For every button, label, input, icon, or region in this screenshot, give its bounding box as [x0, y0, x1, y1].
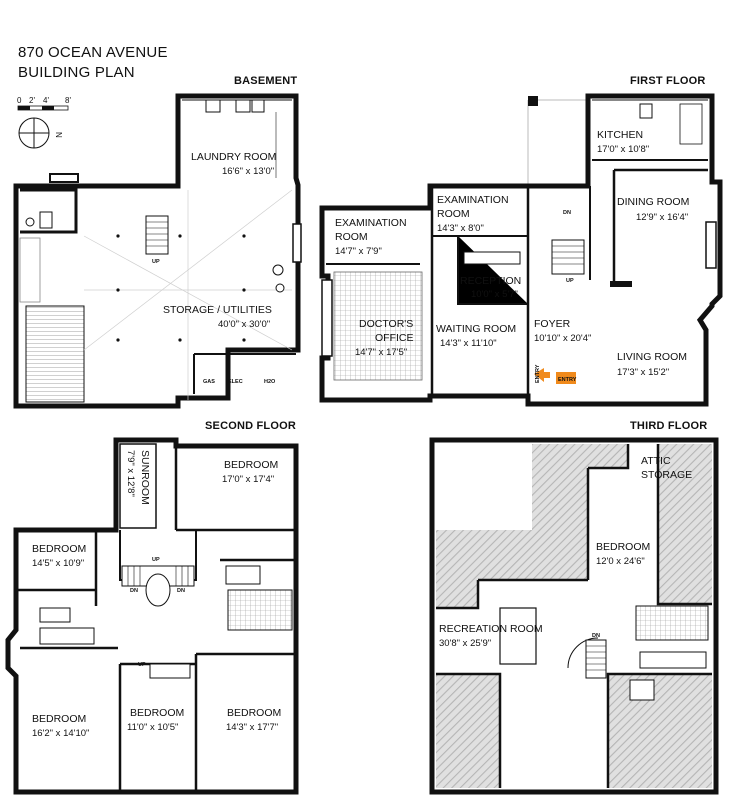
third-floor-plan — [429, 437, 719, 795]
room-name-doctor-line2: OFFICE — [375, 332, 414, 344]
room-dim-exam1: 14'7" x 7'9" — [335, 246, 382, 257]
room-dim-foyer: 10'10" x 20'4" — [534, 333, 591, 344]
meter-gas: GAS — [203, 379, 215, 385]
room-name-3rd-bed: BEDROOM — [596, 541, 650, 553]
plan-title: BUILDING PLAN — [18, 64, 135, 81]
entry-label-left: ENTRY — [535, 364, 541, 383]
floor-label-second: SECOND FLOOR — [205, 420, 297, 432]
room-name-sunroom: SUNROOM — [139, 450, 151, 505]
room-dim-2nd-bed-bm: 11'0" x 10'5" — [127, 722, 178, 733]
room-dim-recreation: 30'8" x 25'9" — [439, 638, 491, 649]
first-floor-plan — [319, 93, 723, 407]
room-name-exam2-line2: ROOM — [437, 208, 470, 220]
meter-elec: ELEC — [228, 379, 243, 385]
room-name-2nd-bed-br: BEDROOM — [227, 707, 281, 719]
room-name-exam1-line2: ROOM — [335, 231, 368, 243]
second-floor-plan — [5, 437, 299, 795]
room-dim-doctor: 14'7" x 17'5" — [355, 347, 407, 358]
first-stair-up: UP — [566, 278, 574, 284]
room-name-living: LIVING ROOM — [617, 351, 687, 363]
second-stair-up-lower: UP — [138, 662, 146, 668]
room-name-foyer: FOYER — [534, 318, 571, 330]
basement-stair-up: UP — [152, 259, 160, 265]
room-name-waiting: WAITING ROOM — [436, 323, 516, 335]
room-name-2nd-bed-bm: BEDROOM — [130, 707, 184, 719]
room-name-kitchen: KITCHEN — [597, 129, 643, 141]
room-dim-sunroom: 7'9" x 12'8" — [125, 450, 136, 497]
room-name-exam2-line1: EXAMINATION — [437, 194, 509, 206]
scale-label-0: 0 — [17, 96, 22, 105]
scale-bar: 0 2' 4' 8' — [17, 96, 71, 111]
room-name-storage: STORAGE / UTILITIES — [163, 304, 272, 316]
room-dim-dining: 12'9" x 16'4" — [636, 212, 688, 223]
first-stair-dn: DN — [563, 210, 571, 216]
floor-label-third: THIRD FLOOR — [630, 420, 708, 432]
north-compass-icon: N — [18, 117, 63, 149]
room-dim-laundry: 16'6" x 13'0" — [222, 166, 274, 177]
room-dim-3rd-bed: 12'0 x 24'6" — [596, 556, 645, 567]
second-stair-dn-left: DN — [130, 588, 138, 594]
room-name-doctor-line1: DOCTOR'S — [359, 318, 413, 330]
room-name-dining: DINING ROOM — [617, 196, 689, 208]
room-name-2nd-bed-left: BEDROOM — [32, 543, 86, 555]
room-name-2nd-bed-top: BEDROOM — [224, 459, 278, 471]
second-stair-dn-right: DN — [177, 588, 185, 594]
room-dim-2nd-bed-br: 14'3" x 17'7" — [226, 722, 278, 733]
scale-label-4: 4' — [43, 96, 49, 105]
floor-label-basement: BASEMENT — [234, 75, 298, 87]
entry-label-right: ENTRY — [558, 377, 577, 383]
second-stair-up: UP — [152, 557, 160, 563]
room-name-recreation: RECREATION ROOM — [439, 623, 543, 635]
scale-label-2: 2' — [29, 96, 35, 105]
room-dim-waiting: 14'3" x 11'10" — [440, 338, 497, 349]
scale-label-8: 8' — [65, 96, 71, 105]
basement-plan — [13, 93, 302, 409]
room-name-attic-line1: ATTIC — [641, 455, 671, 467]
room-dim-2nd-bed-left: 14'5" x 10'9" — [32, 558, 84, 569]
third-stair-dn: DN — [592, 633, 600, 639]
floor-label-first: FIRST FLOOR — [630, 75, 706, 87]
room-dim-2nd-bed-top: 17'0" x 17'4" — [222, 474, 274, 485]
building-address: 870 OCEAN AVENUE — [18, 44, 168, 61]
room-name-2nd-bed-bl: BEDROOM — [32, 713, 86, 725]
room-name-exam1-line1: EXAMINATION — [335, 217, 407, 229]
room-dim-storage: 40'0" x 30'0" — [218, 319, 270, 330]
room-dim-kitchen: 17'0" x 10'8" — [597, 144, 649, 155]
room-name-laundry: LAUNDRY ROOM — [191, 151, 276, 163]
room-dim-living: 17'3" x 15'2" — [617, 367, 669, 378]
room-name-attic-line2: STORAGE — [641, 469, 692, 481]
room-dim-reception: 10'0" x 5'7" — [471, 289, 518, 300]
room-dim-exam2: 14'3" x 8'0" — [437, 223, 484, 234]
room-dim-2nd-bed-bl: 16'2" x 14'10" — [32, 728, 89, 739]
meter-h2o: H2O — [264, 379, 276, 385]
room-name-reception: RECEPTION — [460, 275, 521, 287]
north-label: N — [54, 132, 63, 138]
